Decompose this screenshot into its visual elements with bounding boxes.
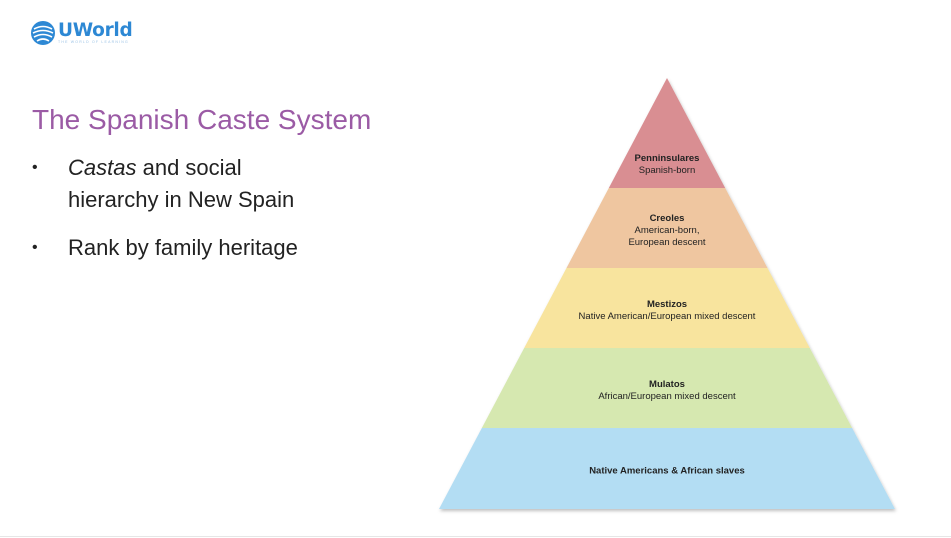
pyramid-tier-mulatos <box>481 348 853 428</box>
tier-description-label: Spanish-born <box>639 165 696 176</box>
bullet-dot: • <box>32 239 38 256</box>
tier-name-label: Penninsulares <box>635 153 700 164</box>
logo-tagline: THE WORLD OF LEARNING <box>58 40 129 44</box>
bullet-item: • Castas and social hierarchy in New Spa… <box>32 152 368 216</box>
bullet-text: Rank by family heritage <box>68 235 298 260</box>
bullet-italic-term: Castas <box>68 155 137 180</box>
pyramid-tier-creoles <box>566 188 768 268</box>
tier-name-label: Creoles <box>650 213 685 224</box>
pyramid-tier-penninsulares <box>608 78 726 188</box>
tier-description-label: American-born, <box>635 225 700 236</box>
tier-description-label: European descent <box>628 237 705 248</box>
globe-icon <box>31 21 55 45</box>
bullet-text: and social <box>136 155 242 180</box>
bullet-item: • Rank by family heritage <box>32 232 368 264</box>
bullet-list: • Castas and social hierarchy in New Spa… <box>32 152 368 264</box>
tier-description-label: Native American/European mixed descent <box>579 311 756 322</box>
footer-divider <box>0 536 951 537</box>
bullet-text-line2: hierarchy in New Spain <box>68 187 295 212</box>
bullet-dot: • <box>32 159 38 176</box>
tier-description-label: African/European mixed descent <box>598 391 736 402</box>
uworld-logo: UWorld THE WORLD OF LEARNING <box>30 19 133 46</box>
slide-title: The Spanish Caste System <box>32 104 372 135</box>
tier-name-label: Mestizos <box>647 299 687 310</box>
tier-name-label: Mulatos <box>649 379 685 390</box>
pyramid-tier-mestizos <box>524 268 810 348</box>
logo-wordmark: UWorld <box>58 19 133 41</box>
pyramid-tier-native-americans-african-slaves <box>439 428 895 509</box>
tier-name-label: Native Americans & African slaves <box>589 466 745 477</box>
